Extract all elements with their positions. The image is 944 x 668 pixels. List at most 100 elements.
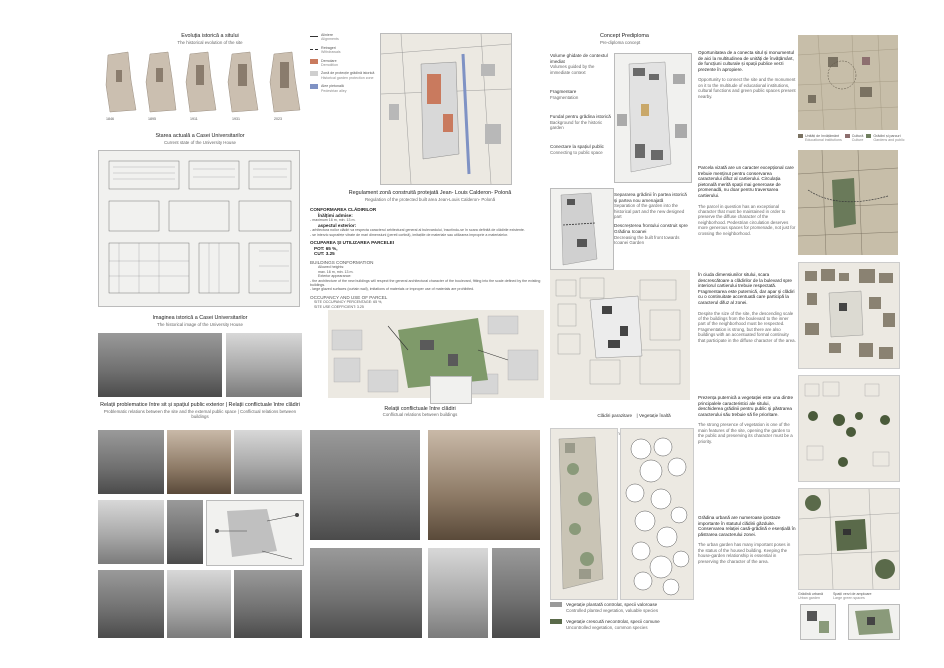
evolution-year-1: 1846 xyxy=(106,117,114,121)
evolution-year-2: 1895 xyxy=(148,117,156,121)
controlled-vegetation-swatch xyxy=(550,602,562,607)
legend-label-en: Demolition xyxy=(321,63,338,68)
demolition-swatch xyxy=(310,58,318,64)
veg-legend-label: Vegetație crescută necontrolat, specii c… xyxy=(566,619,660,624)
conflict-subtitle: Conflictual relations between buildings xyxy=(382,412,458,417)
aspect-text: - arhitectura noilor clădiri va respecta… xyxy=(310,228,525,233)
separation-label-en: Separation of the garden into the histor… xyxy=(614,203,685,219)
panel-1-map-drawing xyxy=(798,35,898,130)
evolution-year-3: 1911 xyxy=(190,117,198,121)
separation-text: Separarea grădinii în partea istorică și… xyxy=(614,192,690,245)
garden-legend-label-en: Urban garden xyxy=(798,596,820,601)
building-photo-2 xyxy=(428,430,540,540)
parasitic-label: Clădiri parazitare xyxy=(597,413,633,418)
panel-text-en: The urban garden has many important pose… xyxy=(698,542,791,564)
evolution-title: Evoluția istorică a sitului xyxy=(181,33,239,39)
street-photo-1 xyxy=(98,430,164,494)
building-photo-5 xyxy=(492,548,540,638)
heights-value-en: max. 16 m, min. 13 m. xyxy=(318,269,354,274)
aerial-photo xyxy=(234,570,302,638)
concept-item-4: Conectare la spațiul public Connecting t… xyxy=(550,144,612,155)
conformation-heading: CONFORMAREA CLĂDIRILOR xyxy=(310,207,377,212)
legend-label-en: Alignments xyxy=(321,37,339,42)
panel-text-ro: În ciuda dimensiunilor sitului, scara de… xyxy=(698,272,795,305)
panel-text-en: The parcel in question has an exceptiona… xyxy=(698,203,796,236)
map-legend-label: Unități de învățământ xyxy=(805,134,839,138)
map-legend-label-en: Gardens and public xyxy=(873,138,905,143)
evolution-year-4: 1931 xyxy=(232,117,240,121)
panel-2-map-drawing xyxy=(798,150,898,255)
problematic-subtitle: Problematic relations between the site a… xyxy=(103,409,297,420)
street-photo-5 xyxy=(167,500,203,564)
withdrawal-line-icon xyxy=(310,48,318,50)
panel-text-ro: Parcela vizată are un caracter excepțion… xyxy=(698,165,794,198)
gardens-swatch xyxy=(866,134,872,138)
evolution-subtitle: The historical evolution of the site xyxy=(177,40,243,45)
relations-diagram xyxy=(206,500,304,566)
concept-title: Concept Prediploma xyxy=(600,33,649,39)
descend-label: Descreșterea frontului construit spre Gr… xyxy=(614,223,688,234)
vegetation-legend-controlled: Vegetație plantată controlat, specii val… xyxy=(550,602,700,613)
vegetation-plan-1 xyxy=(550,428,618,600)
regulation-plan-drawing xyxy=(381,34,511,184)
concept-item-3: Fundal pentru grădina istorică Backgroun… xyxy=(550,114,612,130)
legend-label: Zonă de protecție grădină istorică xyxy=(321,71,375,76)
garden-legend-label: Spații verzi de amploare xyxy=(832,592,872,596)
culture-swatch xyxy=(844,134,850,138)
historical-photo-2 xyxy=(226,333,302,397)
parasitic-map-drawing xyxy=(555,277,681,385)
aspect-heading: aspectul exterior: xyxy=(318,222,357,228)
veg-legend-label-en: Uncontrolled vegetation, common species xyxy=(566,624,648,630)
current-state-title: Starea actuală a Casei Universitarilor xyxy=(155,133,245,139)
historical-photo-1 xyxy=(98,333,222,397)
street-photo-7 xyxy=(167,570,231,638)
occupancy-heading-en: OCCUPANCY AND USE OF PARCEL xyxy=(310,294,388,300)
evolution-year-5: 2023 xyxy=(274,117,282,121)
panel-5-map-drawing xyxy=(799,489,899,589)
conformation-heading-en: BUILDINGS CONFORMATION xyxy=(310,259,374,265)
panel-1-text: Oportunitatea de a conecta situl și monu… xyxy=(698,50,796,99)
occupancy-heading: OCUPAREA ȘI UTILIZAREA PARCELEI xyxy=(310,240,394,245)
panel-text-ro: Prezența puternică a vegetației este una… xyxy=(698,395,793,417)
panel-text-ro: Grădina urbană are numeroase ipostaze im… xyxy=(698,515,796,537)
panel-text-en: Despite the size of the site, the descen… xyxy=(698,310,796,343)
concept-item-label: Volume ghidate de contextul imediat xyxy=(550,53,608,64)
panel-4-map xyxy=(798,375,900,482)
heights-value: - maximum 16 m, min. 13 m. xyxy=(310,218,356,223)
legend-label: Demolare xyxy=(321,58,337,63)
vegetation-plan-1-drawing xyxy=(558,436,604,590)
panel-2-text: Parcela vizată are un caracter excepțion… xyxy=(698,165,796,236)
regulation-title: Regulament zonă construită protejată Jea… xyxy=(348,190,512,196)
street-photo-6 xyxy=(98,570,164,638)
concept-item-label: Fragmentare xyxy=(550,89,577,94)
large-green-drawing xyxy=(855,609,893,635)
problematic-title: Relații problematice între sit și spațiu… xyxy=(100,402,300,408)
concept-subtitle: Pre-diploma concept xyxy=(600,40,641,45)
concept-item-label-en: Fragmentation xyxy=(550,94,579,100)
regulation-subtitle: Regulation of the protected built area J… xyxy=(364,197,496,202)
panel-text-en: Opportunity to connect the site and the … xyxy=(698,77,796,99)
current-state-subtitle: Current state of the University House xyxy=(164,140,236,145)
parasitic-map xyxy=(550,270,690,400)
street-photo-3 xyxy=(234,430,302,494)
concept-item-1: Volume ghidate de contextul imediat Volu… xyxy=(550,53,612,75)
historical-image-subtitle: The historical image of the University H… xyxy=(157,322,243,327)
garden-legend-label: Grădină urbană xyxy=(798,592,823,596)
map-legend-label: Cultură xyxy=(851,134,864,138)
legend-label: Alee pietonală xyxy=(321,84,344,89)
descend-label-en: Decreasing the built front towards Icoan… xyxy=(614,234,680,245)
panel-text-en: The strong presence of vegetation is one… xyxy=(698,422,793,444)
uncontrolled-vegetation-swatch xyxy=(550,619,562,624)
legend-label-en: Historical garden protection zone xyxy=(321,75,374,80)
separation-diagram-drawing xyxy=(560,192,598,266)
elevations-drawing xyxy=(108,160,292,294)
urban-garden-diagram xyxy=(800,604,836,640)
